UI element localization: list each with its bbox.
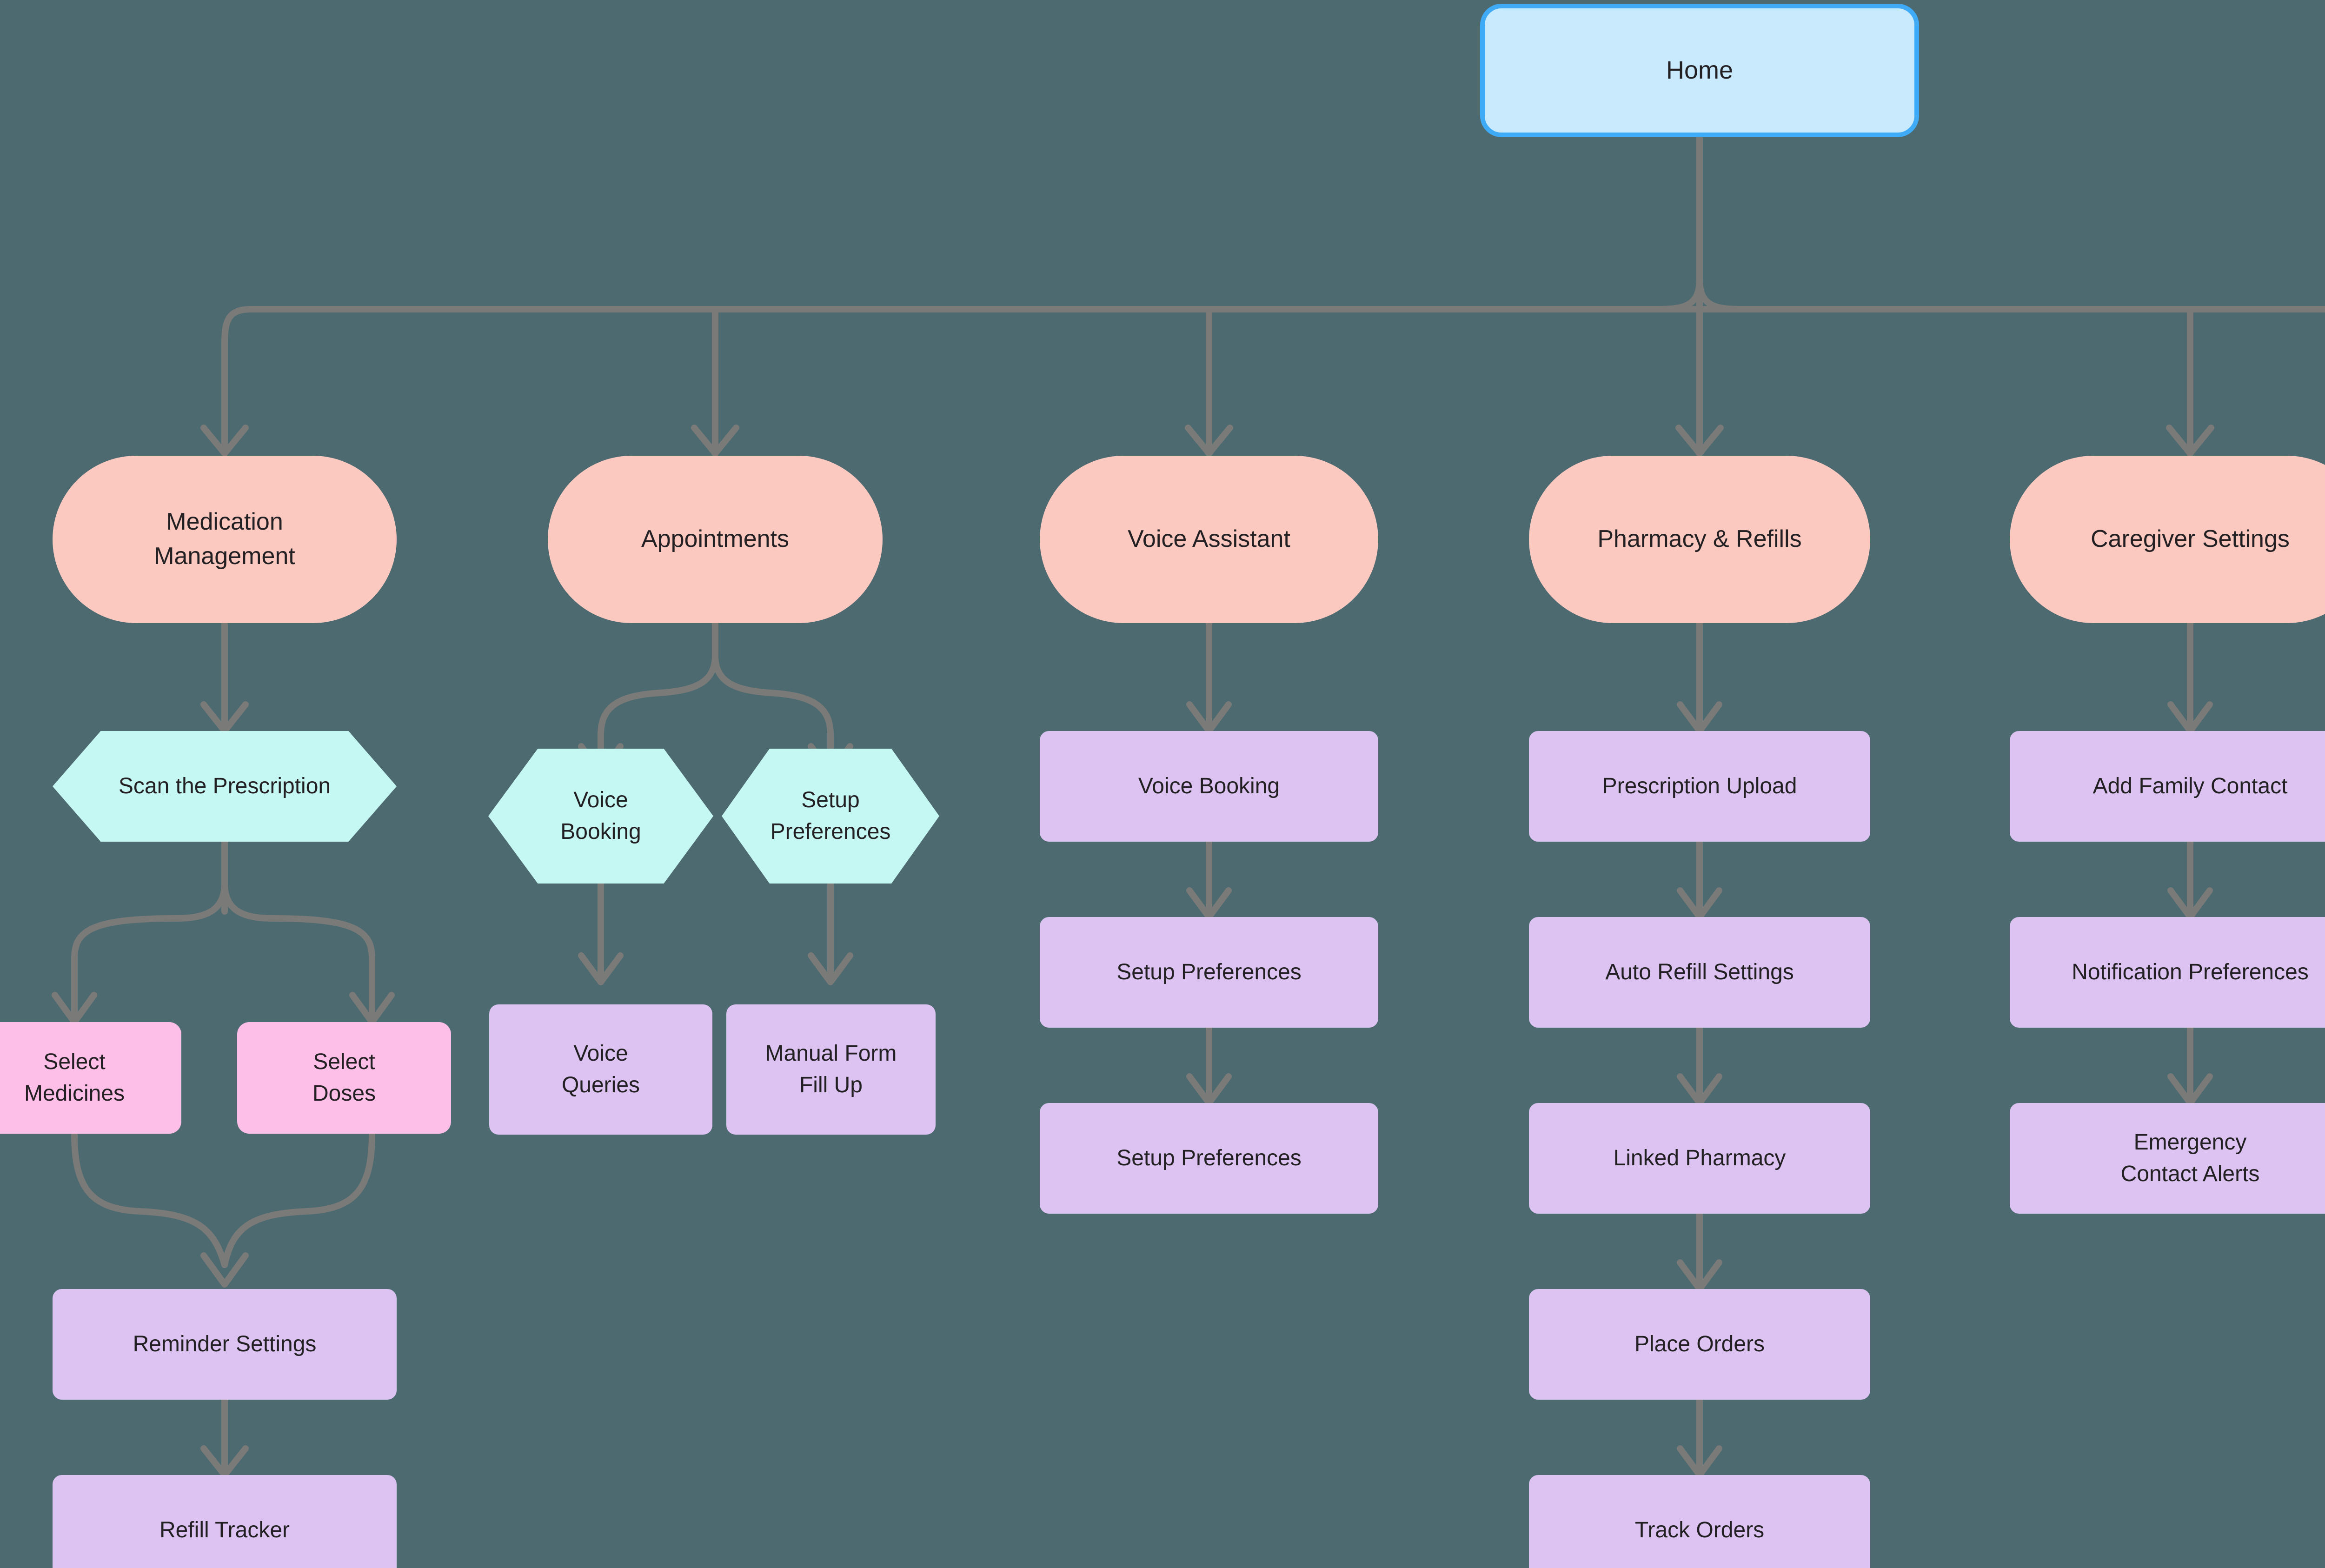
node-add-family-contact[interactable]: Add Family Contact — [2010, 731, 2325, 842]
node-caregiver-settings[interactable]: Caregiver Settings — [2010, 456, 2325, 623]
node-appt-setup-preferences[interactable]: Setup Preferences — [722, 749, 939, 884]
node-label: Linked Pharmacy — [1613, 1145, 1786, 1170]
node-pharmacy-refills[interactable]: Pharmacy & Refills — [1529, 456, 1870, 623]
node-va-voice-booking[interactable]: Voice Booking — [1040, 731, 1378, 842]
node-label: Reminder Settings — [133, 1331, 317, 1356]
node-home[interactable]: Home — [1480, 4, 1919, 137]
node-voice-queries[interactable]: Voice Queries — [489, 1004, 712, 1135]
node-label: Select Medicines — [24, 1049, 125, 1106]
node-appointments[interactable]: Appointments — [548, 456, 883, 623]
node-label: Voice Booking — [560, 787, 641, 844]
node-linked-pharmacy[interactable]: Linked Pharmacy — [1529, 1103, 1870, 1214]
node-auto-refill-settings[interactable]: Auto Refill Settings — [1529, 917, 1870, 1028]
node-medication-management[interactable]: Medication Management — [53, 456, 397, 623]
node-label: Caregiver Settings — [2091, 525, 2290, 553]
node-va-setup-preferences-1[interactable]: Setup Preferences — [1040, 917, 1378, 1028]
node-appt-voice-booking[interactable]: Voice Booking — [488, 749, 713, 884]
node-label: Scan the Prescription — [118, 773, 331, 798]
node-label: Setup Preferences — [770, 787, 891, 844]
node-label: Manual Form Fill Up — [765, 1041, 897, 1097]
node-label: Add Family Contact — [2092, 773, 2288, 798]
node-label: Emergency Contact Alerts — [2120, 1129, 2260, 1186]
node-label: Prescription Upload — [1602, 773, 1797, 798]
node-label: Pharmacy & Refills — [1597, 525, 1802, 553]
node-select-medicines[interactable]: Select Medicines — [0, 1022, 181, 1134]
node-label: Setup Preferences — [1116, 1145, 1302, 1170]
node-reminder-settings[interactable]: Reminder Settings — [53, 1289, 397, 1400]
node-select-doses[interactable]: Select Doses — [237, 1022, 451, 1134]
node-voice-assistant[interactable]: Voice Assistant — [1040, 456, 1378, 623]
node-label: Notification Preferences — [2072, 959, 2309, 984]
node-label: Voice Assistant — [1128, 525, 1290, 553]
node-track-orders[interactable]: Track Orders — [1529, 1475, 1870, 1568]
node-label: Voice Booking — [1138, 773, 1280, 798]
node-manual-form-fill-up[interactable]: Manual Form Fill Up — [726, 1004, 936, 1135]
node-label: Track Orders — [1634, 1517, 1765, 1542]
node-label: Place Orders — [1634, 1331, 1765, 1356]
node-notification-preferences[interactable]: Notification Preferences — [2010, 917, 2325, 1028]
node-place-orders[interactable]: Place Orders — [1529, 1289, 1870, 1400]
node-label: Voice Queries — [561, 1041, 640, 1097]
node-label: Select Doses — [312, 1049, 376, 1106]
node-emergency-contact-alerts[interactable]: Emergency Contact Alerts — [2010, 1103, 2325, 1214]
node-label: Auto Refill Settings — [1605, 959, 1794, 984]
node-label: Appointments — [641, 525, 789, 553]
node-label: Refill Tracker — [159, 1517, 290, 1542]
node-label: Medication Management — [154, 508, 295, 570]
node-va-setup-preferences-2[interactable]: Setup Preferences — [1040, 1103, 1378, 1214]
node-label: Setup Preferences — [1116, 959, 1302, 984]
node-scan-the-prescription[interactable]: Scan the Prescription — [53, 731, 397, 842]
node-prescription-upload[interactable]: Prescription Upload — [1529, 731, 1870, 842]
node-label: Home — [1666, 56, 1734, 85]
node-refill-tracker[interactable]: Refill Tracker — [53, 1475, 397, 1568]
